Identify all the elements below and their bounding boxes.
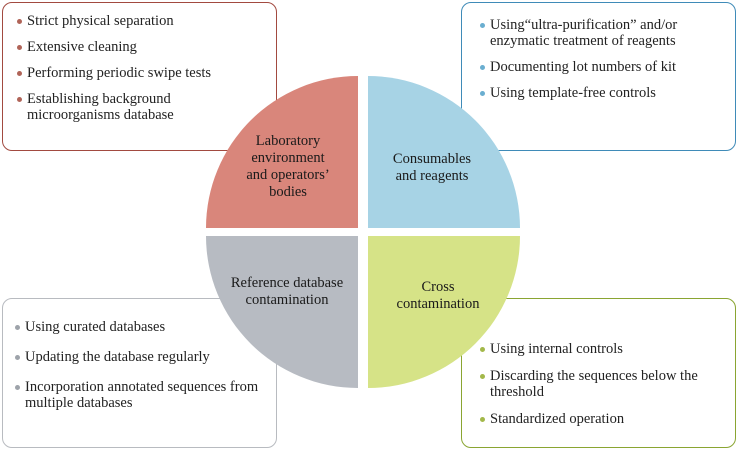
list-item: Documenting lot numbers of kit (480, 59, 735, 75)
list-item: Performing periodic swipe tests (17, 65, 276, 81)
bullet-dot-icon (480, 417, 485, 422)
quadrant-lab (206, 76, 358, 228)
list-item: Extensive cleaning (17, 39, 276, 55)
reference-strategies-list: Using curated databases Updating the dat… (3, 299, 276, 411)
quadrant-consumables-label: Consumables and reagents (392, 151, 472, 184)
bullet-dot-icon (15, 325, 20, 330)
quadrant-reference-label: Reference database contamination (230, 275, 344, 308)
list-item: Using template-free controls (480, 85, 735, 101)
quadrant-cross-label: Cross contamination (396, 279, 480, 312)
reference-strategies-box: Using curated databases Updating the dat… (2, 298, 277, 448)
cross-strategies-list: Using internal controls Discarding the s… (462, 299, 735, 427)
quadrant-cross (368, 236, 520, 388)
quadrant-lab-label: Laboratory environment and operators’ bo… (246, 133, 330, 200)
bullet-dot-icon (15, 355, 20, 360)
bullet-dot-icon (480, 65, 485, 70)
bullet-dot-icon (17, 97, 22, 102)
bullet-dot-icon (480, 23, 485, 28)
cross-strategies-box: Using internal controls Discarding the s… (461, 298, 736, 448)
consumables-strategies-box: Using“ultra-purification” and/or enzymat… (461, 2, 736, 151)
consumables-strategies-list: Using“ultra-purification” and/or enzymat… (462, 3, 735, 101)
list-item: Discarding the sequences below the thres… (480, 368, 720, 400)
bullet-dot-icon (15, 385, 20, 390)
list-item: Updating the database regularly (15, 349, 276, 365)
bullet-dot-icon (480, 91, 485, 96)
bullet-dot-icon (17, 45, 22, 50)
quadrant-consumables (368, 76, 520, 228)
list-item: Using“ultra-purification” and/or enzymat… (480, 17, 725, 49)
bullet-dot-icon (480, 347, 485, 352)
list-item: Strict physical separation (17, 13, 276, 29)
bullet-dot-icon (17, 71, 22, 76)
list-item: Using internal controls (480, 341, 735, 357)
list-item: Incorporation annotated sequences from m… (15, 379, 270, 411)
list-item: Establishing background microorganisms d… (17, 91, 232, 123)
bullet-dot-icon (17, 19, 22, 24)
lab-strategies-box: Strict physical separation Extensive cle… (2, 2, 277, 151)
quadrant-reference (206, 236, 358, 388)
bullet-dot-icon (480, 374, 485, 379)
lab-strategies-list: Strict physical separation Extensive cle… (3, 3, 276, 123)
list-item: Using curated databases (15, 319, 276, 335)
list-item: Standardized operation (480, 411, 735, 427)
